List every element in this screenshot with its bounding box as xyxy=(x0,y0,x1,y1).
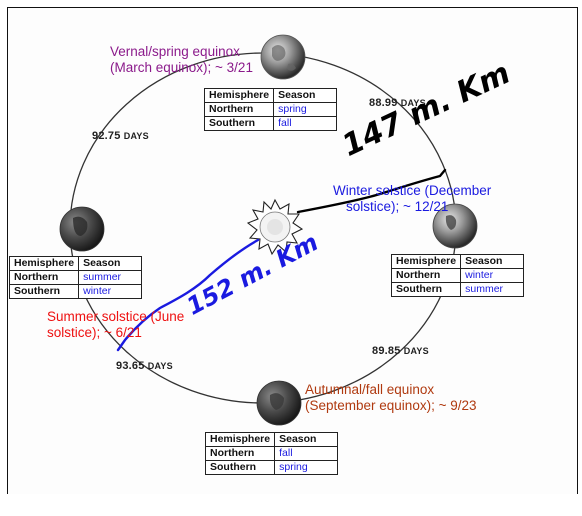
summer-solstice-label: Summer solstice (June solstice); ~ 6/21 xyxy=(47,309,184,341)
northern-cell: Northern xyxy=(204,446,276,461)
hemisphere-header: Hemisphere xyxy=(204,432,276,447)
days-bottom-left: 93.65 DAYS xyxy=(116,360,173,372)
vernal-equinox-label: Vernal/spring equinox (March equinox); ~… xyxy=(110,44,253,76)
southern-cell: Southern xyxy=(203,116,275,131)
earth-icon xyxy=(59,206,105,252)
southern-season-cell: fall xyxy=(273,116,338,131)
season-header: Season xyxy=(274,432,339,447)
vernal-equinox-line2: (March equinox); ~ 3/21 xyxy=(110,60,253,75)
season-header: Season xyxy=(460,254,525,269)
autumnal-equinox-line1: Autumnal/fall equinox xyxy=(305,382,435,397)
season-header: Season xyxy=(78,256,143,271)
days-unit: DAYS xyxy=(123,131,149,141)
hemisphere-header: Hemisphere xyxy=(8,256,80,271)
southern-season-cell: spring xyxy=(274,460,339,475)
earth-icon xyxy=(432,203,478,249)
southern-season-cell: winter xyxy=(78,284,143,299)
northern-season-cell: fall xyxy=(274,446,339,461)
days-value: 88.99 xyxy=(369,97,398,109)
days-value: 92.75 xyxy=(92,130,121,142)
hemisphere-header: Hemisphere xyxy=(390,254,462,269)
winter-solstice-label: Winter solstice (December solstice); ~ 1… xyxy=(333,183,491,215)
days-bottom-right: 89.85 DAYS xyxy=(372,345,429,357)
winter-solstice-line2: solstice); ~ 12/21 xyxy=(346,199,449,214)
northern-cell: Northern xyxy=(8,270,80,285)
northern-cell: Northern xyxy=(390,268,462,283)
days-unit: DAYS xyxy=(147,361,173,371)
hemisphere-header: Hemisphere xyxy=(203,88,275,103)
sun-icon xyxy=(246,198,304,256)
earth-icon xyxy=(260,34,306,80)
near-distance-line xyxy=(296,168,447,214)
days-unit: DAYS xyxy=(403,346,429,356)
summer-solstice-line2: solstice); ~ 6/21 xyxy=(47,325,142,340)
days-unit: DAYS xyxy=(400,98,426,108)
southern-cell: Southern xyxy=(204,460,276,475)
northern-cell: Northern xyxy=(203,102,275,117)
winter-solstice-line1: Winter solstice (December xyxy=(333,183,492,198)
vernal-equinox-line1: Vernal/spring equinox xyxy=(110,44,240,59)
days-top-left: 92.75 DAYS xyxy=(92,130,149,142)
days-value: 93.65 xyxy=(116,360,145,372)
southern-season-cell: summer xyxy=(460,282,525,297)
days-value: 89.85 xyxy=(372,345,401,357)
far-distance-line xyxy=(116,238,260,352)
northern-season-cell: spring xyxy=(273,102,338,117)
summer-solstice-line1: Summer solstice (June xyxy=(47,309,185,324)
southern-cell: Southern xyxy=(8,284,80,299)
northern-season-cell: summer xyxy=(78,270,143,285)
southern-cell: Southern xyxy=(390,282,462,297)
northern-season-cell: winter xyxy=(460,268,525,283)
autumnal-equinox-line2: (September equinox); ~ 9/23 xyxy=(305,398,477,413)
season-header: Season xyxy=(273,88,338,103)
days-top-right: 88.99 DAYS xyxy=(369,97,426,109)
autumnal-equinox-label: Autumnal/fall equinox (September equinox… xyxy=(305,382,476,414)
earth-icon xyxy=(256,380,302,426)
